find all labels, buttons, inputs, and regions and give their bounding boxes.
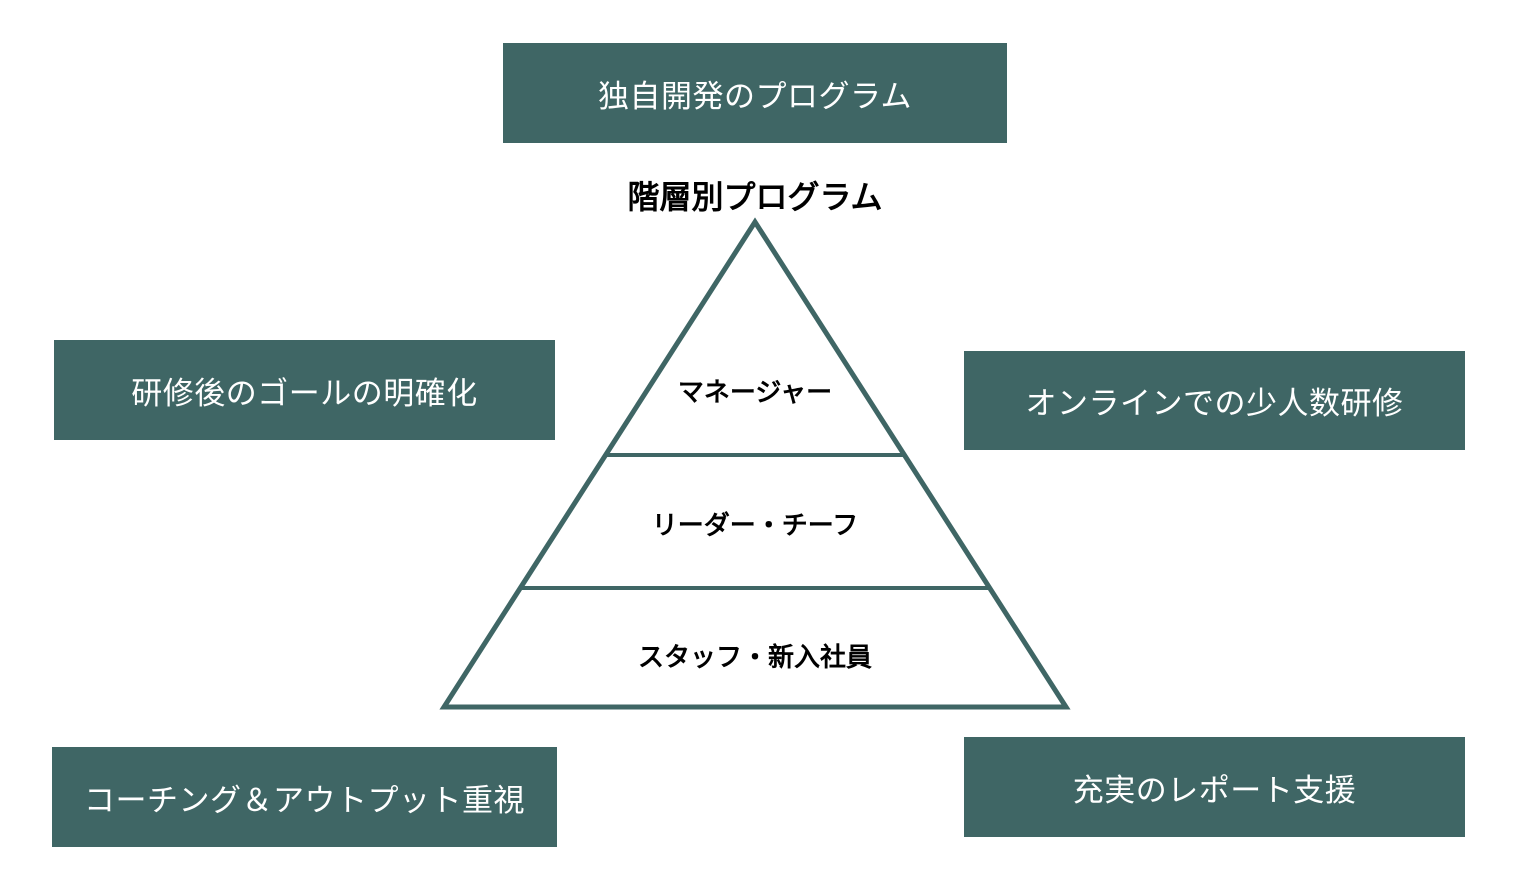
pyramid-title: 階層別プログラム xyxy=(627,178,883,216)
feature-box-label: コーチング＆アウトプット重視 xyxy=(84,782,525,819)
feature-box-label: オンラインでの少人数研修 xyxy=(1025,386,1404,422)
pyramid-outline xyxy=(439,217,1071,710)
feature-box-report-support: 充実のレポート支援 xyxy=(964,737,1465,837)
pyramid-tier-staff-newhire: スタッフ・新入社員 xyxy=(637,643,872,673)
feature-box-coaching-output: コーチング＆アウトプット重視 xyxy=(52,747,557,847)
feature-box-goal-clarification: 研修後のゴールの明確化 xyxy=(54,340,555,440)
feature-box-original-program: 独自開発のプログラム xyxy=(503,43,1007,143)
feature-box-label: 充実のレポート支援 xyxy=(1072,772,1357,809)
feature-box-label: 独自開発のプログラム xyxy=(597,78,913,115)
feature-box-label: 研修後のゴールの明確化 xyxy=(131,375,478,412)
feature-box-online-small-group: オンラインでの少人数研修 xyxy=(964,351,1465,450)
pyramid-tier-leader-chief: リーダー・チーフ xyxy=(651,511,859,541)
pyramid-tier-manager: マネージャー xyxy=(677,378,833,408)
